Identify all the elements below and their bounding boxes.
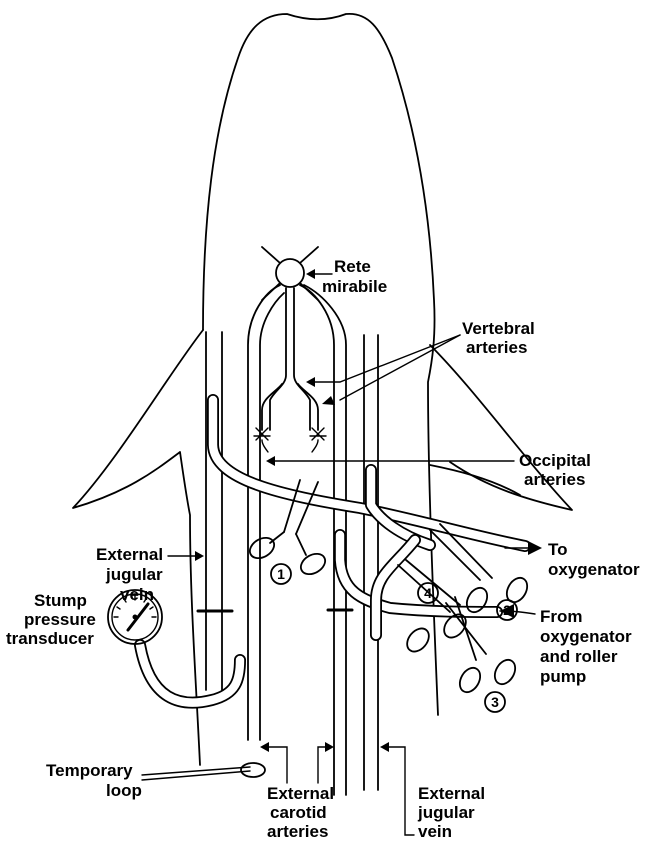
jugular-veins — [198, 332, 378, 790]
clamp-handle — [297, 550, 329, 579]
clamp-number-markers: 1 2 3 4 — [271, 564, 517, 712]
arrow-jugular-right — [380, 742, 389, 752]
vertebral-artery — [294, 288, 310, 430]
right-carotid-artery — [300, 285, 334, 795]
arterial-network — [248, 247, 346, 795]
loop-ring — [241, 763, 265, 777]
gauge-needle — [128, 604, 148, 630]
clamp-handle — [246, 534, 278, 563]
label-stump-pressure-transducer: Stump — [34, 591, 87, 610]
label-rete-mirabile: Rete — [334, 257, 371, 276]
occipital-bracket — [312, 440, 318, 452]
loop-band — [142, 771, 250, 780]
label-temporary-loop: Temporary — [46, 761, 133, 780]
arrow-to-oxygenator — [528, 541, 542, 555]
leader-vertebral — [340, 335, 460, 400]
label-external-jugular-left: vein — [120, 585, 154, 604]
arrow-carotid — [325, 742, 334, 752]
label-occipital-arteries: arteries — [524, 470, 585, 489]
temporary-loop — [142, 763, 265, 780]
arrow-rete — [306, 269, 315, 279]
occipital-bracket — [262, 440, 268, 452]
label-stump-pressure-transducer: transducer — [6, 629, 94, 648]
clamp-jaw — [296, 482, 318, 534]
clamp-handle — [403, 624, 434, 655]
label-external-carotid-arteries: carotid — [270, 803, 327, 822]
label-vertebral-arteries: Vertebral — [462, 319, 535, 338]
arrow-jugular-left — [195, 551, 204, 561]
label-occipital-arteries: Occipital — [519, 451, 591, 470]
label-temporary-loop: loop — [106, 781, 142, 800]
labels: Rete mirabile Vertebral arteries Occipit… — [6, 257, 640, 841]
label-to-oxygenator: oxygenator — [548, 560, 640, 579]
label-external-jugular-right: External — [418, 784, 485, 803]
rete-branch — [300, 247, 318, 263]
clamp-handle — [456, 664, 485, 696]
clamp-number-4: 4 — [424, 585, 432, 601]
clamp-number-1: 1 — [277, 566, 285, 582]
label-from-oxygenator: and roller — [540, 647, 618, 666]
vertebral-artery — [262, 384, 282, 430]
clamp-shank — [270, 532, 306, 555]
label-from-oxygenator: From — [540, 607, 583, 626]
label-external-jugular-left: External — [96, 545, 163, 564]
gauge-hub — [133, 615, 138, 620]
label-external-jugular-right: jugular — [417, 803, 475, 822]
leader-jugular-right — [386, 747, 414, 835]
label-external-carotid-arteries: External — [267, 784, 334, 803]
rete-branch — [262, 247, 280, 263]
left-carotid-artery — [260, 293, 284, 740]
label-external-jugular-left: jugular — [105, 565, 163, 584]
label-from-oxygenator: oxygenator — [540, 627, 632, 646]
label-stump-pressure-transducer: pressure — [24, 610, 96, 629]
label-vertebral-arteries: arteries — [466, 338, 527, 357]
label-rete-mirabile: mirabile — [322, 277, 387, 296]
leader-carotid — [318, 747, 328, 783]
leader-carotid — [266, 747, 287, 783]
vertebral-artery — [298, 384, 318, 430]
animal-outline — [73, 14, 572, 765]
arrow-vertebral — [322, 396, 335, 405]
clamp-number-3: 3 — [491, 694, 499, 710]
left-carotid-artery — [248, 285, 280, 740]
arrow-vertebral — [306, 377, 315, 387]
label-to-oxygenator: To — [548, 540, 568, 559]
label-external-carotid-arteries: arteries — [267, 822, 328, 841]
clamp-handle — [491, 656, 520, 688]
loop-band — [142, 767, 250, 775]
label-external-jugular-right: vein — [418, 822, 452, 841]
label-from-oxygenator: pump — [540, 667, 586, 686]
vertebral-artery — [270, 288, 286, 430]
arrow-occipital — [266, 456, 275, 466]
arrow-carotid — [260, 742, 269, 752]
